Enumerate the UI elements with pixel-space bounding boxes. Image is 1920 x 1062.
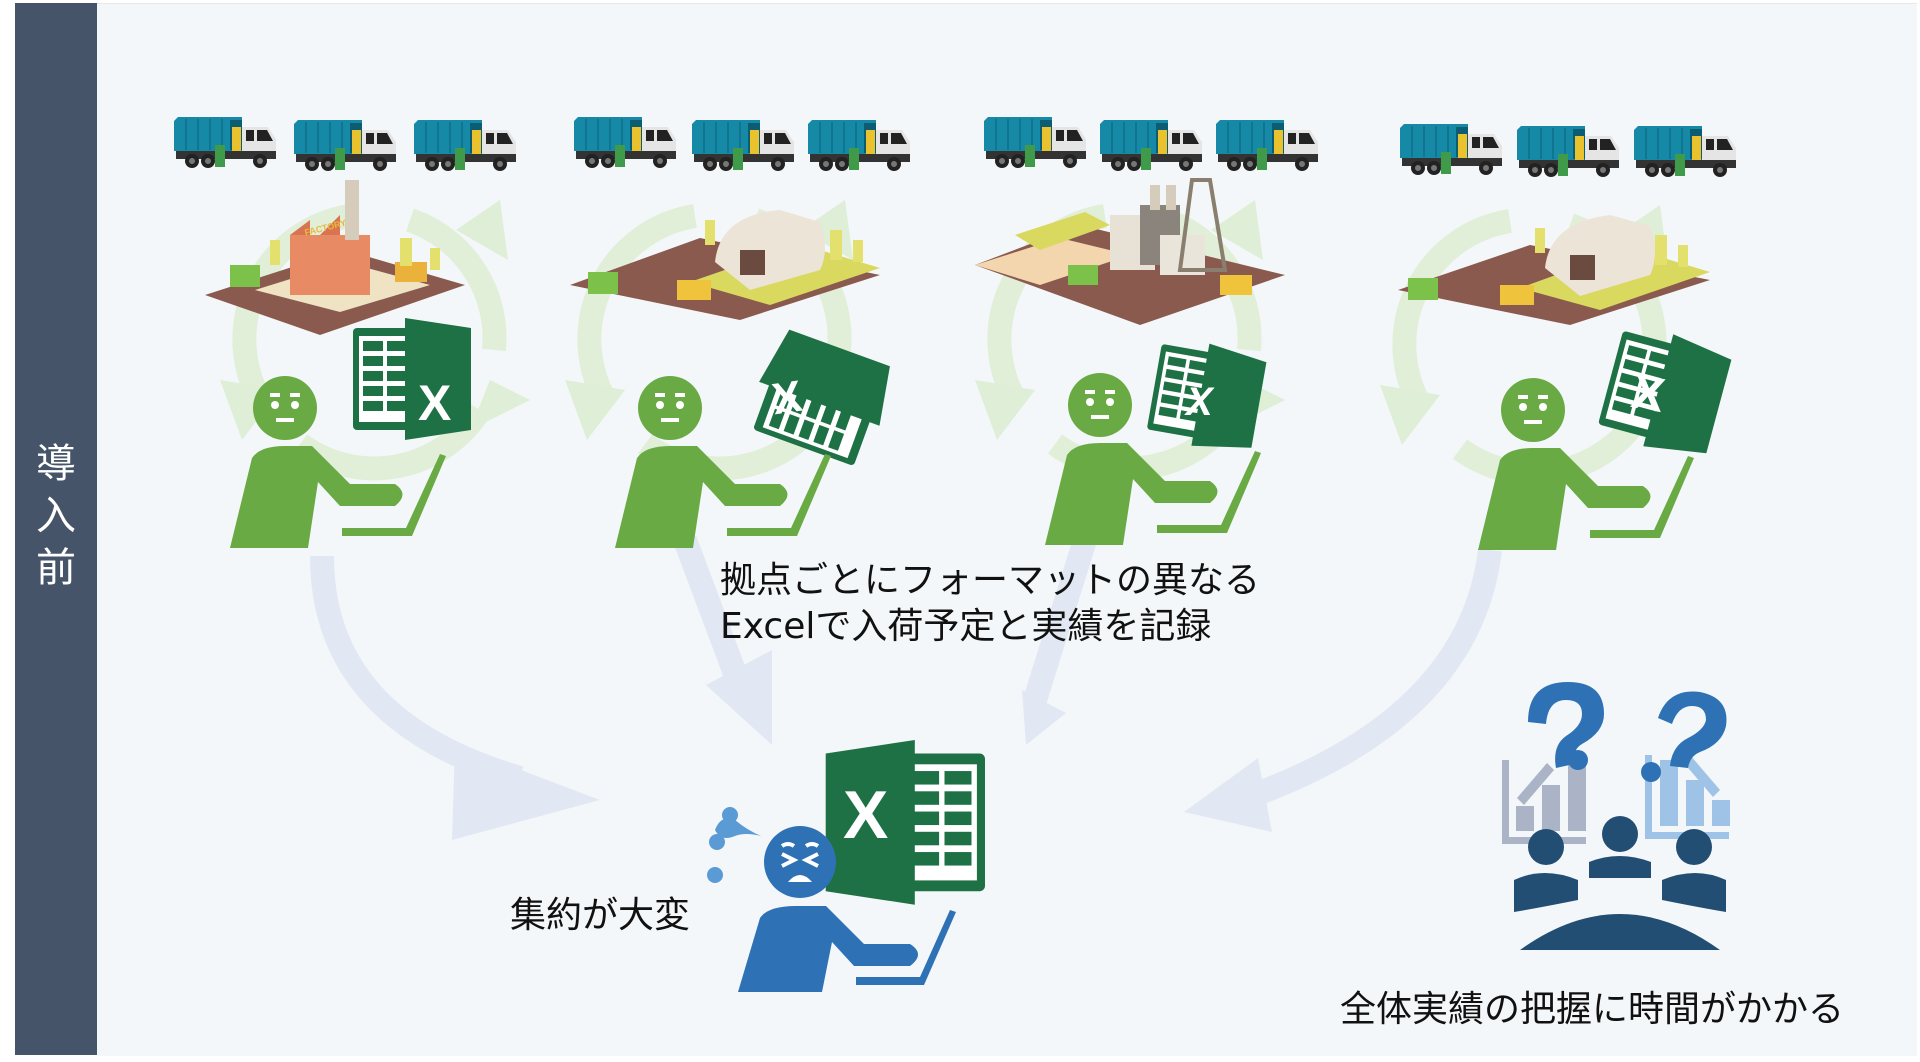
caption-formats-line1: 拠点ごとにフォーマットの異なる <box>720 560 1261 601</box>
caption-formats: 拠点ごとにフォーマットの異なる Excelで入荷予定と実績を記録 <box>720 558 1260 650</box>
garbage-truck-icon <box>691 119 795 172</box>
arrow-site1-to-center <box>310 555 524 790</box>
aggregator: X <box>707 740 985 992</box>
site-3: X <box>975 116 1319 545</box>
caption-aggregate: 集約が大変 <box>510 895 691 936</box>
garbage-truck-icon <box>1399 123 1503 176</box>
garbage-truck-icon <box>1215 119 1319 172</box>
garbage-truck-icon <box>807 119 911 172</box>
truck-row <box>1399 123 1737 178</box>
site-4: X <box>1380 123 1737 550</box>
flow-arrowheads <box>452 650 1272 840</box>
garbage-truck-icon <box>293 119 397 172</box>
stressed-person-icon <box>738 826 956 992</box>
garbage-truck-icon <box>983 116 1087 169</box>
sweat-drops-icon <box>707 807 761 883</box>
site-1: FACTORY X <box>173 116 530 548</box>
warehouse-illustration <box>570 210 880 320</box>
garbage-truck-icon <box>173 116 277 169</box>
phase-label: 導入前 <box>36 441 76 591</box>
sidebar-phase-label: 導入前 <box>15 3 97 1055</box>
truck-row <box>573 116 911 172</box>
truck-row <box>983 116 1319 172</box>
site-2: X <box>565 116 911 548</box>
power-plant-illustration <box>975 178 1285 325</box>
truck-row <box>173 116 517 172</box>
garbage-truck-icon <box>1633 125 1737 178</box>
garbage-truck-icon <box>1099 119 1203 172</box>
people-group-icon <box>1514 816 1726 950</box>
garbage-truck-icon <box>413 119 517 172</box>
warehouse-illustration <box>1398 215 1710 325</box>
excel-icon <box>353 318 471 440</box>
factory-illustration: FACTORY <box>205 180 465 335</box>
excel-x-letter: X <box>418 375 451 431</box>
caption-formats-line2: Excelで入荷予定と実績を記録 <box>720 606 1212 647</box>
garbage-truck-icon <box>573 116 677 169</box>
caption-overview: 全体実績の把握に時間がかかる <box>1340 989 1845 1030</box>
arrow-site4-to-center <box>1236 548 1502 812</box>
excel-x-letter: X <box>769 372 805 425</box>
question-mark-icon <box>1528 682 1727 782</box>
excel-x-letter: X <box>843 777 888 853</box>
arrow-site3-to-center <box>1023 536 1097 704</box>
garbage-truck-icon <box>1516 125 1620 178</box>
meeting-illustration <box>1502 682 1730 950</box>
excel-x-letter: X <box>1184 380 1215 424</box>
